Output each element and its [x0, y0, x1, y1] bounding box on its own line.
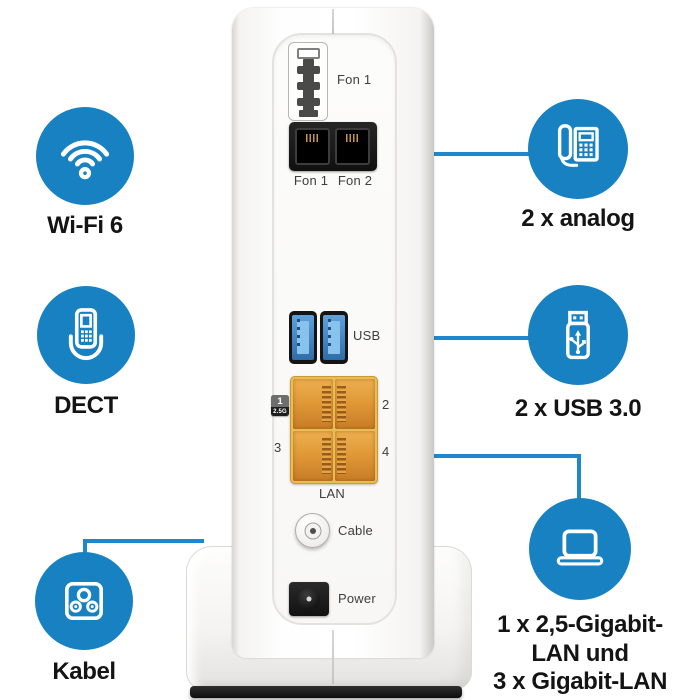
lan-port1-speed: 2.5G [271, 407, 289, 416]
cable-port-label: Cable [338, 523, 373, 538]
connector-line-kabel-horizontal [83, 539, 204, 543]
cable-port [295, 513, 330, 548]
fon2-port [335, 128, 370, 165]
dect-phone-icon [53, 302, 119, 368]
connector-line-analog [434, 152, 529, 156]
fon1-port-label: Fon 1 [293, 173, 329, 188]
tae-port [288, 42, 328, 121]
connector-line-lan-horizontal [434, 454, 581, 458]
lan-ports [290, 376, 378, 484]
lan-port4-label: 4 [382, 444, 390, 459]
connector-line-usb [434, 336, 529, 340]
callout-lan-label-line2: LAN und [531, 639, 629, 667]
connector-line-lan-vertical [577, 454, 581, 500]
power-port-label: Power [338, 591, 376, 606]
connector-line-kabel-vertical [83, 539, 87, 554]
power-port [289, 582, 329, 616]
usb-stick-icon [544, 301, 612, 369]
callout-usb [528, 285, 628, 385]
tae-slot [297, 48, 320, 59]
lan-speed-badge: 1 2.5G [271, 395, 289, 416]
callout-analog [528, 99, 628, 199]
callout-kabel-label: Kabel [52, 658, 116, 685]
fon1-port [295, 128, 330, 165]
lan-port3-label: 3 [274, 440, 282, 455]
lan-port-3 [293, 431, 333, 481]
callout-analog-label: 2 x analog [521, 205, 635, 232]
tae-port-label: Fon 1 [337, 72, 372, 87]
callout-wifi [36, 107, 134, 205]
lan-port-4 [335, 431, 375, 481]
laptop-icon [546, 515, 614, 583]
callout-lan-label: 1 x 2,5-Gigabit- LAN und 3 x Gigabit-LAN [480, 611, 680, 697]
usb-port-2 [320, 311, 348, 364]
callout-lan [529, 498, 631, 600]
usb-ports-label: USB [353, 328, 381, 343]
lan-port-2 [335, 379, 375, 429]
router-base [190, 686, 462, 698]
router-seam-top [332, 9, 334, 34]
callout-dect-label: DECT [54, 392, 118, 419]
cable-socket-icon [51, 568, 117, 634]
router-seam-bottom [332, 630, 334, 684]
lan-port-1 [293, 379, 333, 429]
lan-port2-label: 2 [382, 397, 390, 412]
wifi-icon [52, 123, 118, 189]
usb-port-1 [289, 311, 317, 364]
callout-dect [37, 286, 135, 384]
lan-port1-number: 1 [271, 395, 289, 407]
callout-kabel [35, 552, 133, 650]
callout-lan-label-line1: 1 x 2,5-Gigabit- [497, 611, 663, 638]
desk-phone-icon [544, 115, 612, 183]
callout-lan-label-line3: 3 x Gigabit-LAN [492, 668, 667, 695]
lan-ports-label: LAN [319, 486, 345, 501]
fon2-port-label: Fon 2 [337, 173, 373, 188]
callout-usb-label: 2 x USB 3.0 [514, 395, 642, 422]
callout-wifi-label: Wi-Fi 6 [47, 212, 123, 239]
fon-ports [289, 122, 377, 171]
